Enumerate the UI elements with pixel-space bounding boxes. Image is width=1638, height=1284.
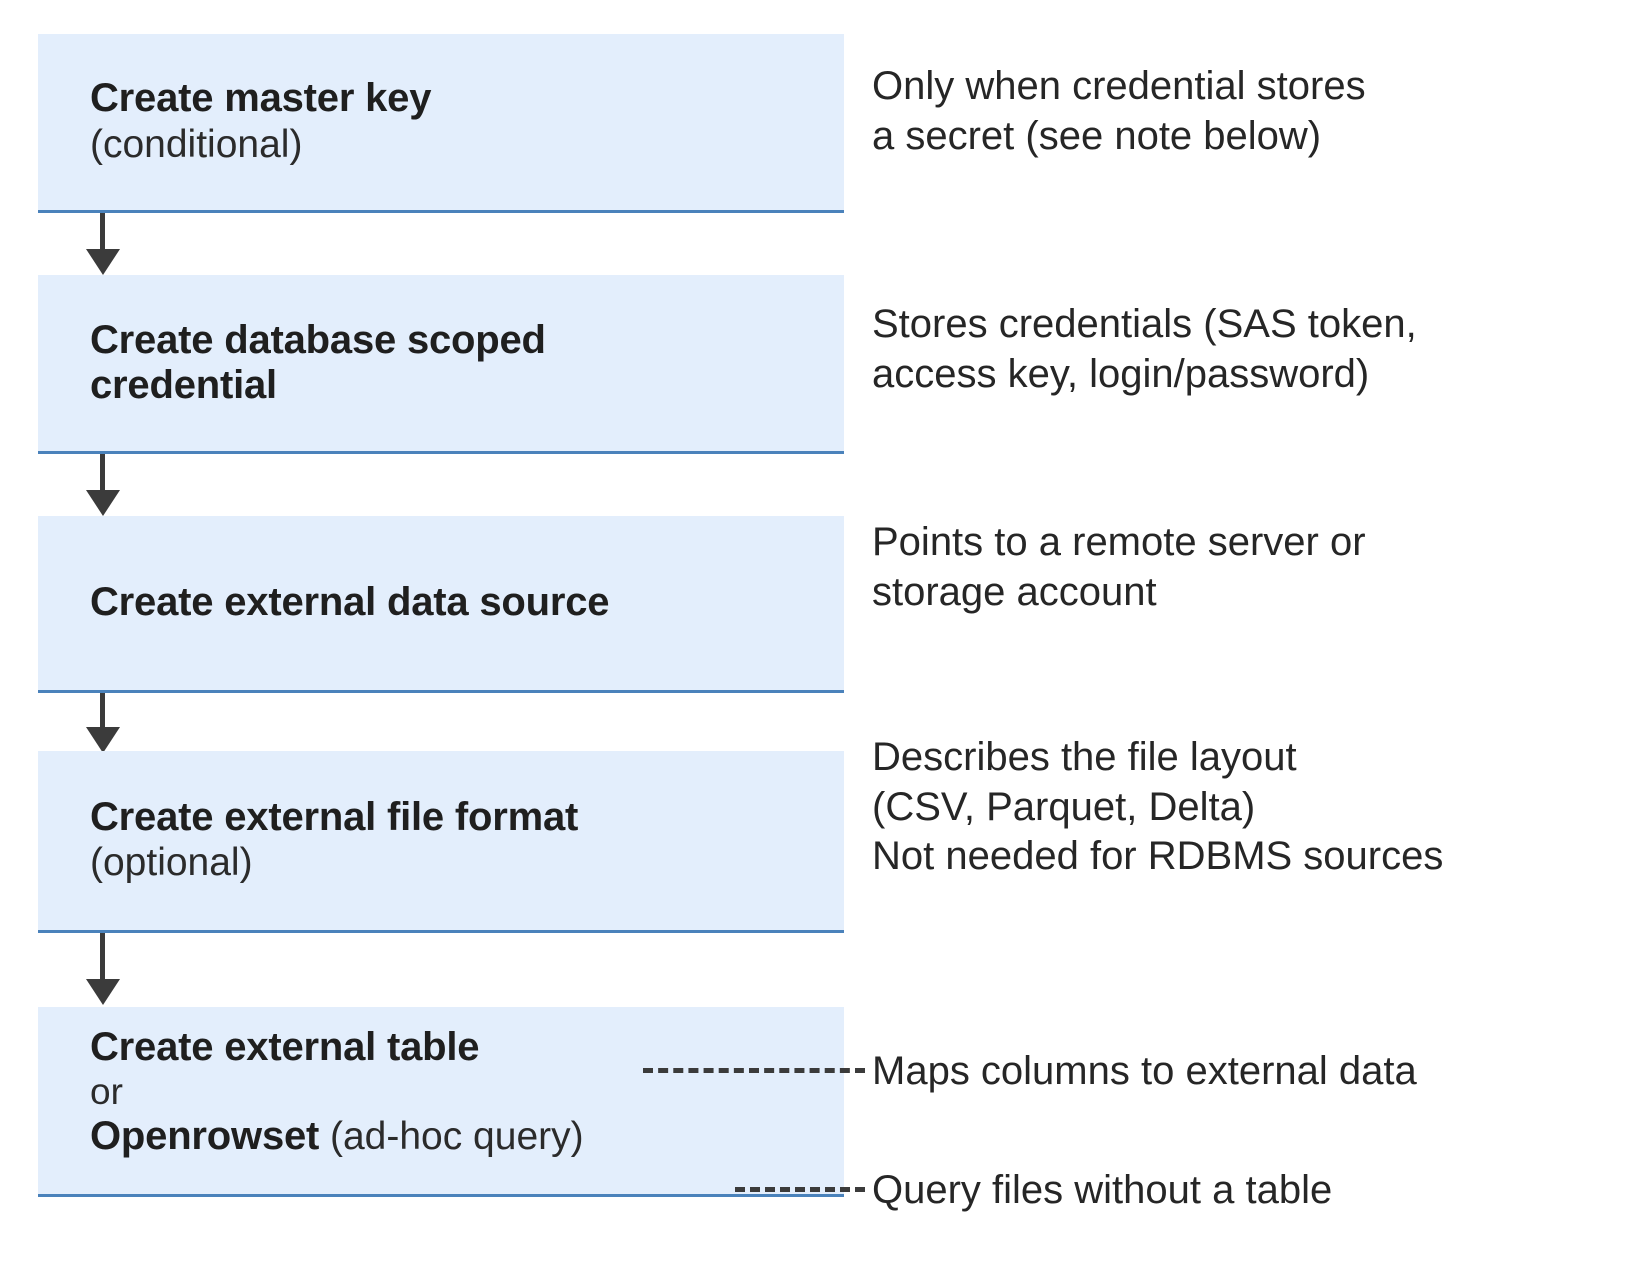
step-box-text: Create external data source <box>38 580 844 625</box>
note-line: Not needed for RDBMS sources <box>872 834 1444 879</box>
step-subtitle: (conditional) <box>90 122 303 166</box>
note-line: (CSV, Parquet, Delta) <box>872 784 1256 829</box>
step-or-label: or <box>90 1071 123 1113</box>
arrow-shaft <box>100 693 105 727</box>
step-box-text: Create external table or Openrowset (ad-… <box>38 1007 844 1160</box>
arrow-step1-to-step2 <box>86 213 120 275</box>
note-openrowset: Query files without a table <box>872 1166 1332 1216</box>
arrow-step2-to-step3 <box>86 454 120 516</box>
note-line: Query files without a table <box>872 1168 1333 1212</box>
arrow-shaft <box>100 933 105 979</box>
note-line: storage account <box>872 569 1157 614</box>
note-line: Points to a remote server or <box>872 520 1366 564</box>
step-box-text: Create master key (conditional) <box>38 76 844 167</box>
step-subtitle: (optional) <box>90 841 253 885</box>
step-box-text: Create external file format (optional) <box>38 795 844 886</box>
step-box-text: Create database scoped credential <box>38 318 844 408</box>
arrow-step3-to-step4 <box>86 693 120 753</box>
step-box-create-external-table-or-openrowset[interactable]: Create external table or Openrowset (ad-… <box>38 1007 844 1197</box>
note-create-database-scoped-credential: Stores credentials (SAS token, access ke… <box>872 300 1417 399</box>
step-title: Create external file format <box>90 794 579 839</box>
arrow-head-icon <box>86 979 120 1005</box>
step-alt-title-row: Openrowset (ad-hoc query) <box>90 1114 830 1160</box>
note-create-master-key: Only when credential stores a secret (se… <box>872 62 1366 161</box>
step-title: Create external table <box>90 1025 480 1069</box>
arrow-step4-to-step5 <box>86 933 120 1007</box>
step-box-create-external-data-source[interactable]: Create external data source <box>38 516 844 693</box>
step-title: Create master key <box>90 76 432 121</box>
note-line: Maps columns to external data <box>872 1049 1417 1093</box>
arrow-head-icon <box>86 490 120 516</box>
step-alt-suffix: (ad-hoc query) <box>319 1114 584 1158</box>
step-title-line-1: Create database scoped <box>90 317 546 362</box>
step-alt-title: Openrowset <box>90 1113 320 1158</box>
step-title: Create external data source <box>90 580 610 625</box>
note-create-external-file-format: Describes the file layout (CSV, Parquet,… <box>872 733 1443 882</box>
arrow-head-icon <box>86 727 120 753</box>
note-line: a secret (see note below) <box>872 113 1322 158</box>
note-line: access key, login/password) <box>872 351 1370 396</box>
step-box-create-master-key[interactable]: Create master key (conditional) <box>38 34 844 213</box>
step-title-line-2: credential <box>90 363 277 407</box>
arrow-shaft <box>100 454 105 490</box>
step-box-create-database-scoped-credential[interactable]: Create database scoped credential <box>38 275 844 454</box>
dashed-leader-external-table <box>643 1068 865 1073</box>
note-create-external-table: Maps columns to external data <box>872 1047 1417 1097</box>
note-line: Stores credentials (SAS token, <box>872 302 1417 346</box>
note-create-external-data-source: Points to a remote server or storage acc… <box>872 518 1366 617</box>
note-line: Describes the file layout <box>872 735 1297 779</box>
arrow-head-icon <box>86 249 120 275</box>
dashed-leader-openrowset <box>735 1187 865 1192</box>
step-box-create-external-file-format[interactable]: Create external file format (optional) <box>38 751 844 933</box>
arrow-shaft <box>100 213 105 249</box>
note-line: Only when credential stores <box>872 64 1366 108</box>
